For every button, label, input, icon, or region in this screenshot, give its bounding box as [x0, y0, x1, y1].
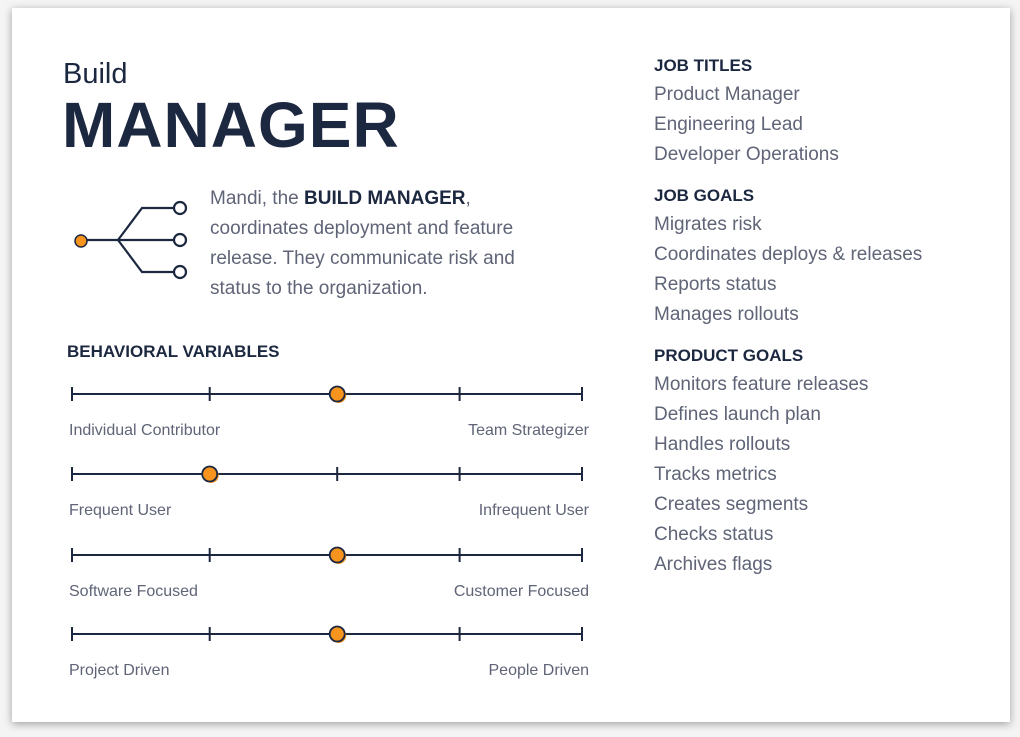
list-item: Monitors feature releases [654, 374, 869, 395]
behavioral-heading: BEHAVIORAL VARIABLES [67, 342, 280, 361]
slider-left-label: Individual Contributor [69, 422, 221, 439]
title-prefix: Build [63, 58, 128, 90]
slider-right-label: Infrequent User [478, 502, 589, 519]
list-item: Handles rollouts [654, 434, 791, 455]
slider-dot [201, 465, 219, 483]
list-item: Coordinates deploys & releases [654, 244, 923, 265]
list-item: Checks status [654, 524, 774, 545]
slider-dot [328, 625, 346, 643]
slider-track [71, 385, 583, 403]
section-heading: PRODUCT GOALS [654, 346, 804, 365]
slider-right-label: Customer Focused [453, 583, 589, 600]
persona-description: Mandi, the BUILD MANAGER, coordinates de… [210, 184, 570, 304]
behavioral-slider: Software Focused Customer Focused [67, 545, 589, 625]
list-item: Archives flags [654, 554, 773, 575]
desc-role: BUILD MANAGER [304, 188, 466, 209]
persona-card: Build MANAGER Mandi, the BUILD MANAGER, … [12, 8, 1010, 722]
slider-right-label: Team Strategizer [468, 422, 589, 439]
list-item: Creates segments [654, 494, 809, 515]
list-item: Developer Operations [654, 144, 839, 165]
list-item: Manages rollouts [654, 304, 799, 325]
slider-left-label: Project Driven [69, 662, 170, 679]
list-item: Product Manager [654, 84, 800, 105]
list-item: Reports status [654, 274, 777, 295]
branch-icon [74, 200, 188, 280]
slider-track [71, 625, 583, 643]
slider-dot [328, 546, 346, 564]
behavioral-slider: Project Driven People Driven [67, 624, 589, 704]
behavioral-slider: Frequent User Infrequent User [67, 464, 589, 544]
section-heading: JOB GOALS [654, 186, 755, 205]
slider-left-label: Software Focused [69, 583, 198, 600]
desc-suffix: , coordinates deployment and feature rel… [210, 188, 515, 299]
slider-right-label: People Driven [488, 662, 590, 679]
list-item: Tracks metrics [654, 464, 777, 485]
desc-prefix: Mandi, the [210, 188, 304, 209]
behavioral-slider: Individual Contributor Team Strategizer [67, 384, 589, 464]
slider-left-label: Frequent User [69, 502, 172, 519]
slider-track [71, 546, 583, 564]
section-heading: JOB TITLES [654, 56, 753, 75]
slider-dot [328, 385, 346, 403]
list-item: Defines launch plan [654, 404, 821, 425]
slider-track [71, 465, 583, 483]
page-title: MANAGER [62, 89, 400, 161]
list-item: Engineering Lead [654, 114, 803, 135]
list-item: Migrates risk [654, 214, 762, 235]
